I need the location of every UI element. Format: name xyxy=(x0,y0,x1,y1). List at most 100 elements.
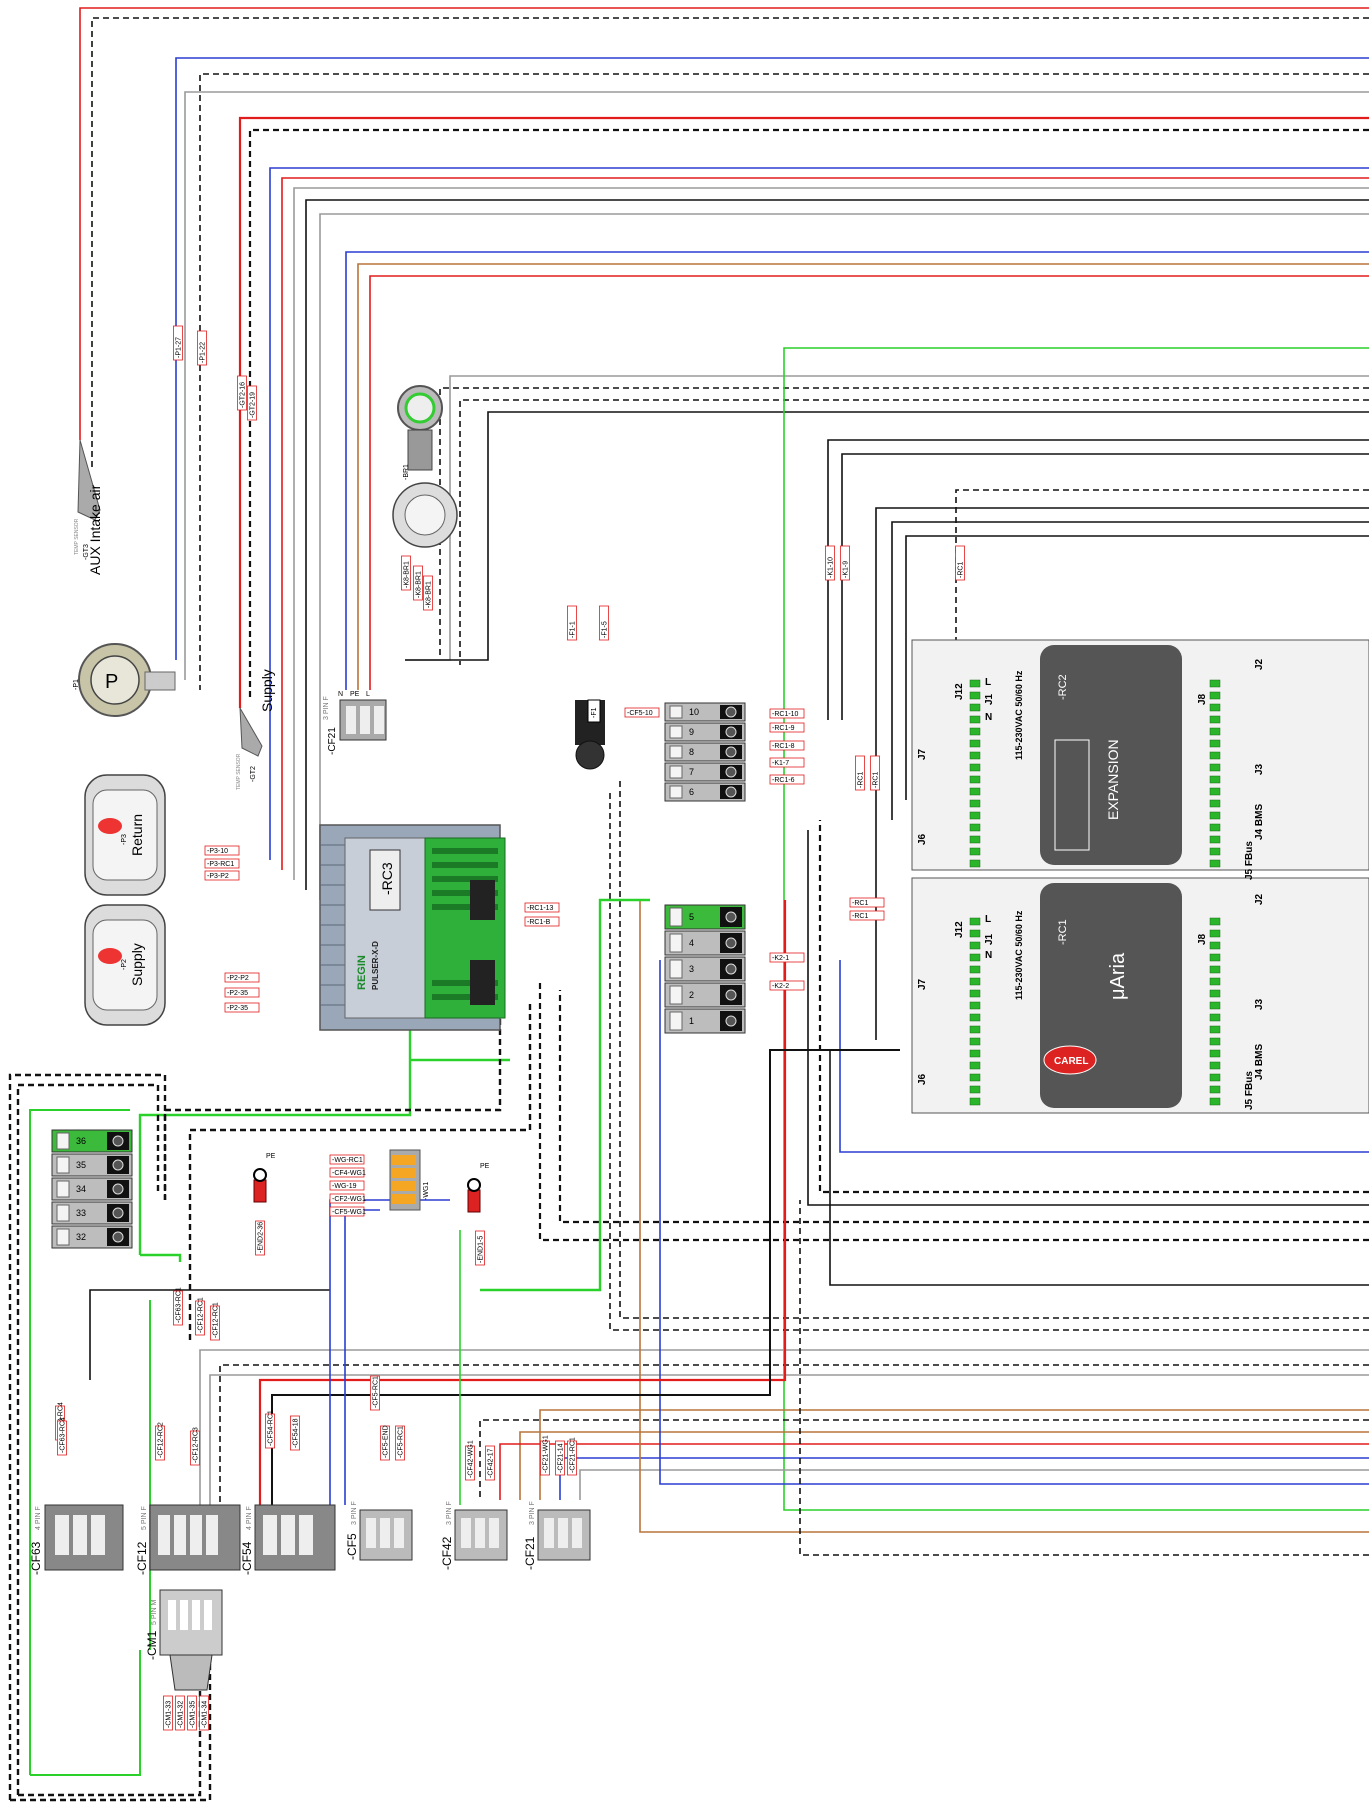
cf21-top-pin-l: L xyxy=(366,691,370,698)
controller-pin xyxy=(969,811,981,820)
wire-tag-text: -P3-RC1 xyxy=(207,861,234,868)
wire-tag-text: -F1-1 xyxy=(570,621,577,638)
cf21-bottom-connector: -CF21 3 PIN F xyxy=(523,1501,591,1570)
controller-pin xyxy=(1209,1061,1221,1070)
wire-black-dashed-9 xyxy=(538,980,1369,1242)
cf21-top-pins: 3 PIN F xyxy=(323,696,330,720)
rc2-j12: J12 xyxy=(954,683,965,700)
wire-tag-text: -K1-10 xyxy=(828,557,835,578)
rc1-j8: J8 xyxy=(1197,933,1208,945)
controller-pin xyxy=(969,835,981,844)
cf21-bottom-ref: -CF21 xyxy=(523,1536,537,1570)
controller-pin xyxy=(969,763,981,772)
wire-tag-text: -RC1 xyxy=(852,913,868,920)
wire-tag-text: -CF54-RC1 xyxy=(268,1410,275,1446)
wire-tags: -P1-27-P1-22-GT2-16-GT2-19-K8-BR1-K8-BR1… xyxy=(55,325,965,1731)
wire-tag-text: -RC1 xyxy=(852,900,868,907)
wire-tag: -CM1-34 xyxy=(199,1695,209,1731)
rc2-j3: J3 xyxy=(1254,763,1265,775)
controller-pin xyxy=(1209,715,1221,724)
wire-tag-text: -GT2-19 xyxy=(250,392,257,418)
wire-blue-5 xyxy=(559,1457,1369,1500)
wire-tag-text: -CF63-RC4 xyxy=(58,1402,65,1438)
controller-pin xyxy=(1209,1073,1221,1082)
wire-black-dashed-3 xyxy=(248,128,1369,700)
wire-tag: -K1-10 xyxy=(825,545,835,581)
wire-blue-2 xyxy=(269,167,1369,860)
rc2-expansion-controller: EXPANSION -RC2 115-230VAC 50/60 Hz xyxy=(911,639,1369,871)
p1-symbol: P xyxy=(105,671,118,693)
terminal-number: 9 xyxy=(689,727,694,737)
wire-tag: -CF12-RC2 xyxy=(155,1422,165,1461)
wire-tag: -K2-2 xyxy=(769,980,805,991)
wire-black-dashed-6 xyxy=(955,489,1369,680)
controller-pin xyxy=(1209,751,1221,760)
tb-middle-terminal-5: 5 xyxy=(664,904,746,930)
wire-tag: -END1-5 xyxy=(475,1230,485,1266)
wire-tag: -RC1-B xyxy=(524,916,560,927)
controller-pin xyxy=(1209,739,1221,748)
controller-pin xyxy=(1209,691,1221,700)
wire-tag: -CF63-RC4 xyxy=(57,1417,67,1456)
controller-pin xyxy=(1209,1085,1221,1094)
wire-black-5 xyxy=(875,507,1369,1040)
wire-tag-text: -CM1-34 xyxy=(202,1701,209,1728)
gt2-ref: -GT2 xyxy=(250,766,257,782)
tb-left-terminal-33: 33 xyxy=(51,1201,133,1225)
cf21-top-pin-pe: PE xyxy=(350,691,360,698)
rc1-j6: J6 xyxy=(917,1073,928,1085)
wire-tag-text: -CF12-RC1 xyxy=(198,1297,205,1333)
rc2-pin-n: N xyxy=(985,712,992,723)
wire-black-10 xyxy=(271,1049,900,1505)
wire-black-dashed-11 xyxy=(609,790,1369,1331)
wire-tag-text: -RC1 xyxy=(873,772,880,788)
rc2-label: EXPANSION xyxy=(1105,739,1121,820)
p2-ref: -P2 xyxy=(121,959,128,970)
tb-left-terminal-32: 32 xyxy=(51,1225,133,1249)
rc1-supply: 115-230VAC 50/60 Hz xyxy=(1014,910,1024,1000)
wire-tag: -RC1-8 xyxy=(769,740,805,751)
controller-pin xyxy=(1209,1097,1221,1106)
p1-pressure-sensor: P -P1 xyxy=(73,643,176,717)
p2-pressure-sensor: Supply -P2 xyxy=(84,904,166,1026)
wire-tag: -CF5-WG1 xyxy=(329,1206,366,1217)
wire-tag: -P3-10 xyxy=(204,845,240,856)
earth-terminals: PE PE xyxy=(253,1153,490,1213)
gt3-sensor: AUX Intake air -GT3 TEMP SENSOR xyxy=(74,439,103,575)
controller-pin xyxy=(969,1037,981,1046)
cf5-pins: 3 PIN F xyxy=(351,1501,358,1525)
cf21-bottom-pins: 3 PIN F xyxy=(529,1501,536,1525)
wire-red-4 xyxy=(369,275,1369,690)
wire-tag: -P1-22 xyxy=(197,330,207,366)
controller-pin xyxy=(1209,799,1221,808)
controller-pin xyxy=(1209,1013,1221,1022)
controller-pin xyxy=(1209,727,1221,736)
wire-tag-text: -CM1-35 xyxy=(190,1701,197,1728)
wire-tag: -RC1-9 xyxy=(769,722,805,733)
wire-tag-text: -END1-5 xyxy=(478,1236,485,1263)
controller-pin xyxy=(1209,1001,1221,1010)
cf12-ref: -CF12 xyxy=(135,1541,149,1575)
wire-blue-7 xyxy=(329,1199,450,1505)
controller-pin xyxy=(1209,787,1221,796)
wire-black-dashed-7 xyxy=(818,820,1369,1194)
tb-left-terminal-35: 35 xyxy=(51,1153,133,1177)
wire-tag: -CF21-RC1 xyxy=(567,1437,577,1476)
wire-tag-text: -P1-27 xyxy=(176,337,183,358)
gt2-sensor: Supply -GT2 TEMP SENSOR xyxy=(236,669,275,790)
terminal-number: 10 xyxy=(689,707,699,717)
wire-tag: -CF5-10 xyxy=(624,707,660,718)
controller-terminal-labels: J1 J2 J3 J4 BMS J5 FBus J6 J7 J8 J12 J1 … xyxy=(917,658,1265,1110)
wire-tag-text: -CF21-14 xyxy=(558,1443,565,1473)
controller-pin xyxy=(969,823,981,832)
tb-upper-terminal-6: 6 xyxy=(664,782,746,802)
cm1-ref: -CM1 xyxy=(145,1630,159,1660)
wire-tag: -CF12-RC3 xyxy=(190,1427,200,1466)
rc1-main-controller: μAria CAREL -RC1 115-230VAC 50/60 Hz xyxy=(911,877,1369,1114)
rc1-j7: J7 xyxy=(917,978,928,990)
wire-blue-3 xyxy=(345,251,1369,690)
wire-tag-text: -RC1 xyxy=(958,562,965,578)
br1-switch: -BR1 xyxy=(392,385,458,548)
rc3-pulser: -RC3 REGIN PULSER-X-D xyxy=(319,824,506,1031)
